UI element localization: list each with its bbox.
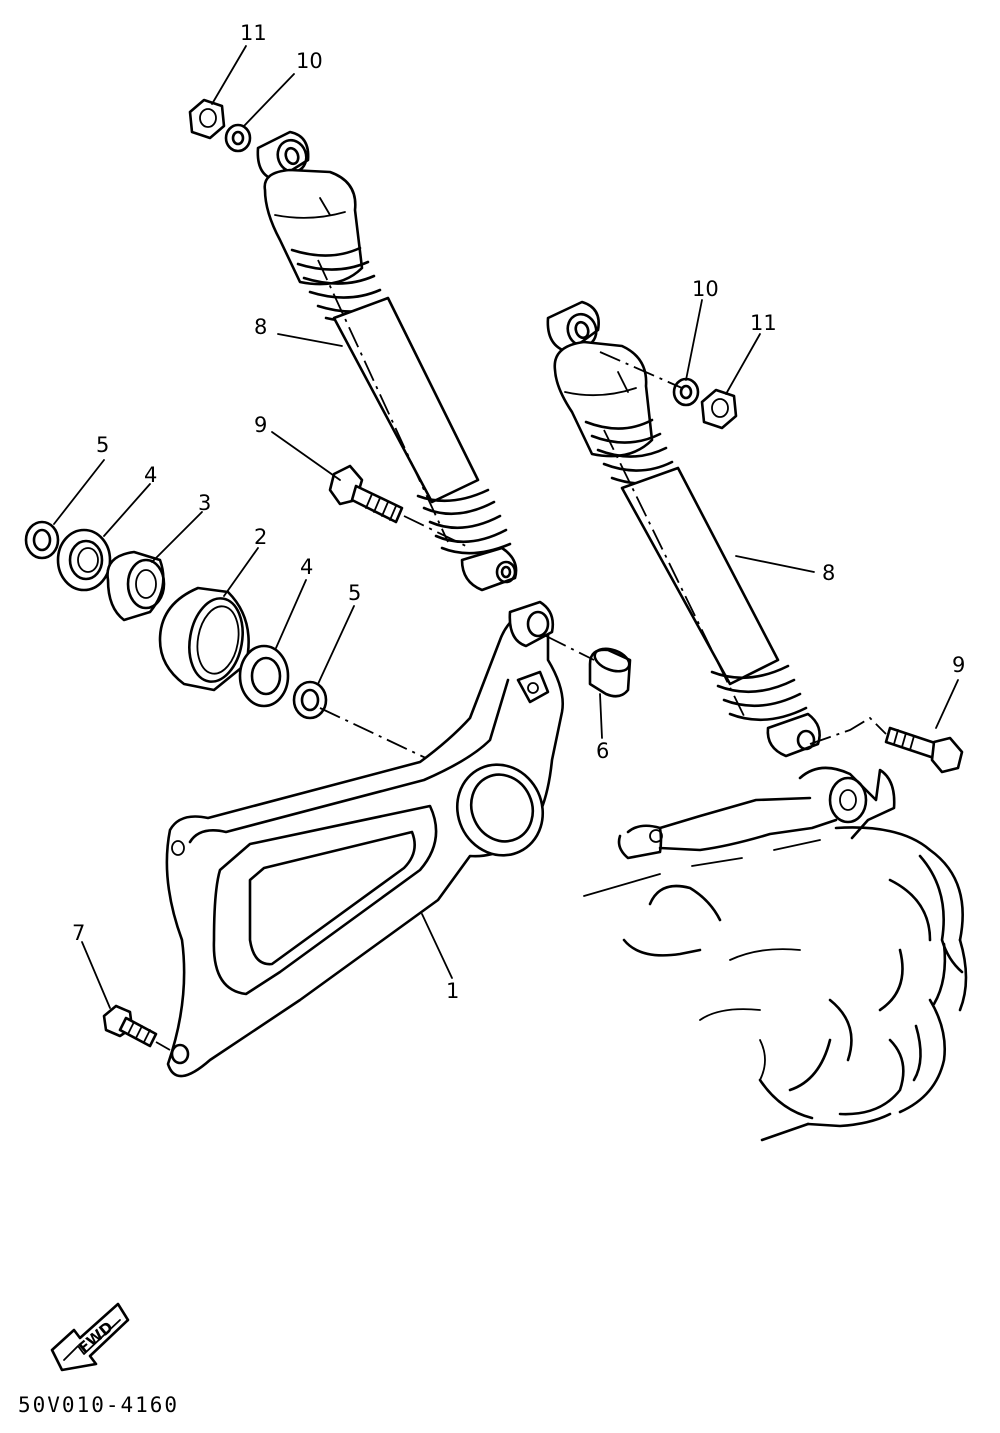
nut-11-left <box>188 98 226 140</box>
callout-5-right: 5 <box>348 581 361 605</box>
collar-2 <box>158 586 250 692</box>
nut-11-right <box>700 388 738 430</box>
callout-numbers: 11 10 8 9 5 4 3 2 4 5 6 7 1 10 11 8 9 <box>72 21 965 1003</box>
leader-lines <box>53 45 959 1009</box>
callout-3: 3 <box>198 491 211 515</box>
callout-9-left: 9 <box>254 413 267 437</box>
bolt-9-right <box>884 726 964 774</box>
callout-2: 2 <box>254 525 267 549</box>
callout-4-right: 4 <box>300 555 313 579</box>
left-shock-absorber <box>256 130 518 592</box>
callout-9-right: 9 <box>952 653 965 677</box>
callout-4-left: 4 <box>144 463 157 487</box>
callout-1: 1 <box>446 979 459 1003</box>
callout-10-right: 10 <box>692 277 719 301</box>
callout-5-left: 5 <box>96 433 109 457</box>
washer-10-right <box>672 377 700 407</box>
callout-10-left: 10 <box>296 49 323 73</box>
seal-5-left <box>24 520 60 560</box>
seal-5-right <box>292 680 328 720</box>
bolt-9-left <box>328 464 404 524</box>
oil-seal-4-left <box>56 528 112 592</box>
bearing-3 <box>106 550 166 622</box>
callout-11-left: 11 <box>240 21 267 45</box>
callout-7: 7 <box>72 921 85 945</box>
callout-11-right: 11 <box>750 311 777 335</box>
diagram-code: 50V010-4160 <box>18 1393 179 1417</box>
rear-arm <box>165 600 564 1078</box>
callout-8-left: 8 <box>254 315 267 339</box>
callout-6: 6 <box>596 739 609 763</box>
callout-8-right: 8 <box>822 561 835 585</box>
collar-6 <box>588 647 632 698</box>
bolt-7 <box>102 1004 158 1048</box>
washer-10-left <box>224 123 252 153</box>
oil-seal-4-right <box>238 644 290 708</box>
engine-outline <box>583 766 968 1142</box>
forward-direction-arrow: FWD <box>50 1302 130 1372</box>
right-shock-absorber <box>546 300 821 758</box>
